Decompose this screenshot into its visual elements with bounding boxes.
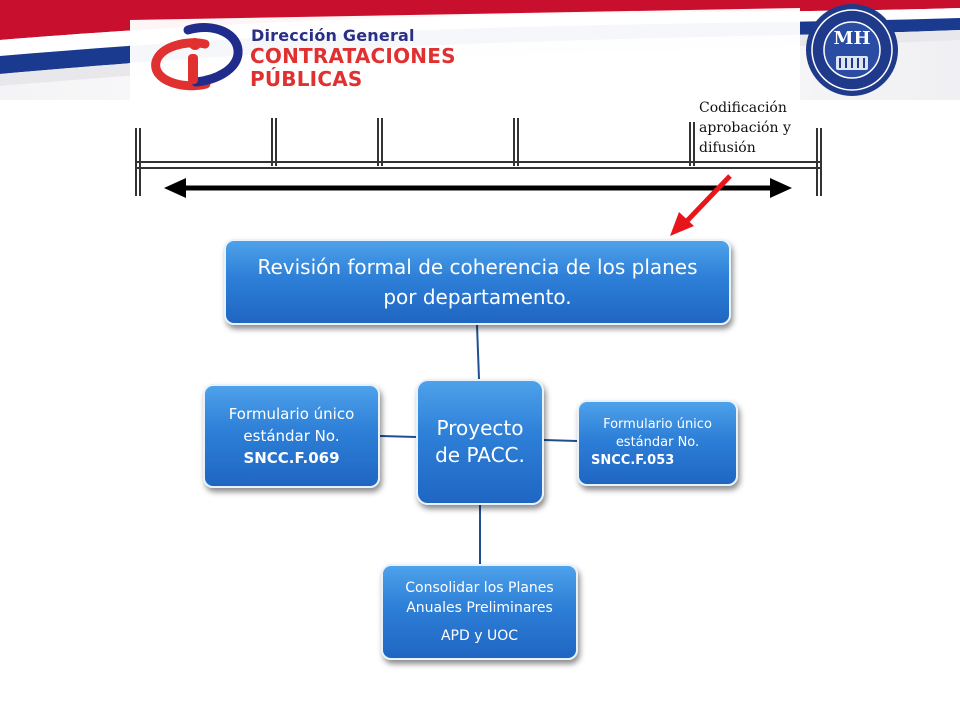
header-banner: Dirección General CONTRATACIONES PÚBLICA…	[0, 0, 960, 100]
dgcp-logo-icon	[151, 23, 243, 91]
seal-monogram: MH	[833, 28, 871, 49]
box-consolidar-planes-sub: APD y UOC	[440, 628, 519, 644]
logo-line-direccion: Dirección General	[251, 26, 415, 45]
box-formulario-069-code: SNCC.F.069	[243, 449, 340, 467]
box-formulario-069: Formulario único estándar No. SNCC.F.069	[203, 384, 380, 488]
diagram-connectors	[379, 324, 578, 564]
box-formulario-053-code: SNCC.F.053	[591, 453, 675, 468]
box-proyecto-pacc-text: Proyecto de PACC.	[435, 416, 525, 467]
box-revision-formal: Revisión formal de coherencia de los pla…	[224, 239, 731, 325]
red-pointer-arrow-icon	[670, 174, 732, 236]
box-formulario-053: Formulario único estándar No. SNCC.F.053	[577, 400, 738, 486]
box-proyecto-pacc: Proyecto de PACC.	[416, 379, 544, 505]
box-formulario-069-text: Formulario único estándar No.	[228, 405, 355, 445]
double-arrow-icon	[164, 178, 792, 198]
banner-background	[0, 0, 960, 100]
box-revision-formal-text: Revisión formal de coherencia de los pla…	[257, 255, 698, 309]
logo-line-contrataciones: CONTRATACIONES	[250, 44, 456, 68]
timeline-label-codificacion: Codificación aprobación y difusión	[699, 100, 791, 156]
box-consolidar-planes-text: Consolidar los Planes Anuales Preliminar…	[405, 580, 554, 616]
box-consolidar-planes: Consolidar los Planes Anuales Preliminar…	[381, 564, 578, 660]
ministerio-seal-icon	[806, 4, 898, 96]
box-formulario-053-text: Formulario único estándar No.	[603, 417, 712, 450]
timeline-frame	[135, 118, 822, 196]
logo-line-publicas: PÚBLICAS	[250, 67, 363, 91]
